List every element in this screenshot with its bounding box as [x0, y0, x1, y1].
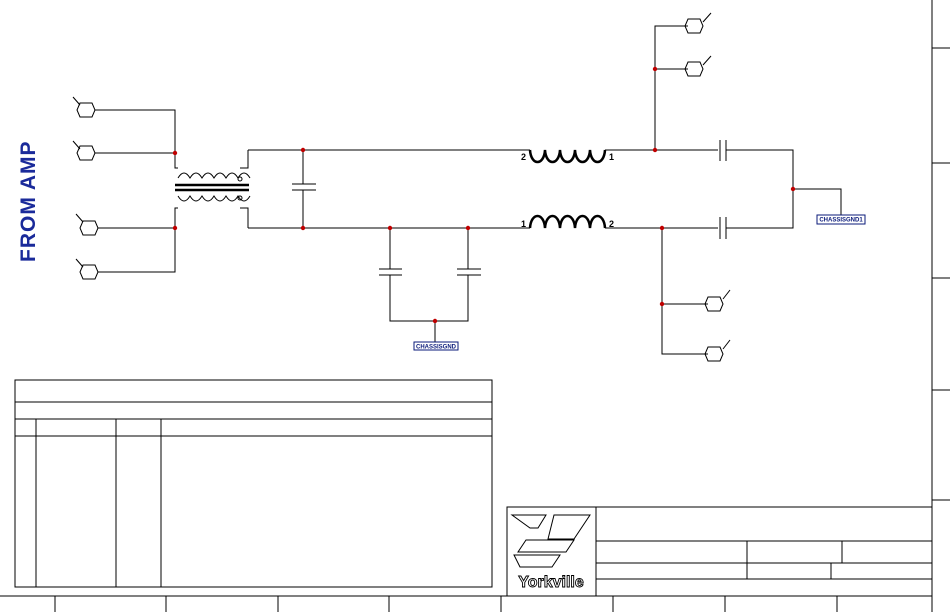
input-connector-3: [76, 214, 175, 235]
rail-bottom-right: [605, 228, 718, 354]
junction-dot: [466, 226, 470, 230]
junction-dot: [173, 151, 177, 155]
junction-dot: [791, 187, 795, 191]
capacitor-output-lower: [720, 189, 793, 239]
sheet-border-bottom: [0, 596, 932, 612]
rail-top-right: [605, 26, 718, 150]
output-connector-4: [705, 340, 730, 361]
junction-dot: [301, 148, 305, 152]
inductor-upper-pin-right: 1: [609, 152, 614, 162]
output-connector-2: [685, 56, 711, 76]
junction-dots: [173, 67, 795, 323]
junction-dot: [660, 226, 664, 230]
input-connector-4: [76, 228, 175, 279]
ground-label-chassisgnd: CHASSISGND: [414, 342, 458, 351]
side-label-from-amp: FROM AMP: [17, 140, 40, 262]
inductor-lower: 1 2: [521, 216, 614, 229]
capacitor-to-ground-2: [435, 228, 481, 321]
junction-dot: [653, 148, 657, 152]
ground-stub-right: [793, 189, 841, 215]
inductor-upper-pin-left: 2: [521, 152, 526, 162]
junction-dot: [388, 226, 392, 230]
inductor-upper: 2 1: [521, 150, 614, 162]
transformer: [175, 150, 250, 228]
output-connector-3: [705, 290, 730, 311]
ground-text-chassisgnd1: CHASSISGND1: [819, 218, 863, 224]
output-connector-1: [685, 13, 711, 33]
junction-dot: [173, 226, 177, 230]
input-connector-1: [73, 97, 175, 153]
capacitor-output-upper: [720, 140, 793, 189]
logo-brand-text: Yorkville: [518, 574, 584, 591]
capacitor-across-rails: [292, 150, 316, 228]
junction-dot: [433, 319, 437, 323]
inductor-lower-pin-left: 1: [521, 219, 526, 229]
yorkville-logo: Yorkville: [512, 515, 590, 591]
junction-dot: [653, 67, 657, 71]
sheet-border-right: [932, 0, 950, 612]
capacitor-to-ground-1: [379, 228, 435, 321]
ground-text-chassisgnd: CHASSISGND: [416, 345, 457, 351]
ground-label-chassisgnd1: CHASSISGND1: [817, 215, 865, 224]
revision-table: [15, 380, 492, 587]
input-connector-2: [73, 141, 175, 160]
junction-dot: [301, 226, 305, 230]
junction-dot: [660, 302, 664, 306]
